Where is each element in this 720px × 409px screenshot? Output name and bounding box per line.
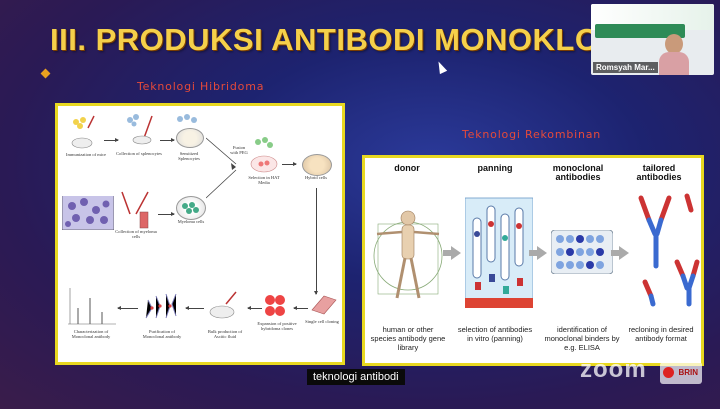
step-label: Immunization of mice bbox=[66, 152, 106, 157]
bullet-icon bbox=[40, 68, 51, 79]
purification-icon bbox=[145, 293, 177, 319]
arrow-icon bbox=[293, 306, 308, 310]
vitruvian-man-image bbox=[373, 210, 443, 299]
step-label: Characterization of Monoclonal antibody bbox=[71, 329, 111, 339]
hat-selection-icon bbox=[250, 137, 278, 173]
column-head-donor: donor bbox=[394, 163, 420, 173]
brin-logo-icon bbox=[663, 367, 674, 378]
fusion-arrows-icon bbox=[206, 137, 237, 199]
arrow-icon bbox=[314, 188, 318, 295]
ascites-mouse-icon bbox=[209, 291, 237, 319]
arrow-icon bbox=[611, 246, 629, 260]
column-head-tailored: tailored antibodies bbox=[636, 163, 682, 183]
brin-logo-text: BRIN bbox=[678, 368, 698, 377]
hibridoma-diagram: Immunization of mice Collection of splen… bbox=[55, 103, 345, 365]
step-label: Bulk production of Ascitic fluid bbox=[207, 329, 243, 339]
caption-donor: human or other species antibody gene lib… bbox=[370, 325, 446, 352]
spleen-icon bbox=[127, 114, 153, 145]
splenocytes-icon bbox=[177, 114, 197, 123]
petri-dish-icon bbox=[176, 128, 204, 148]
step-label: Myeloma cells bbox=[177, 219, 205, 224]
caption-panning: selection of antibodies in vitro (pannin… bbox=[457, 325, 533, 343]
participant-video-tile[interactable]: Romsyah Mar... bbox=[591, 4, 714, 75]
arrow-icon bbox=[529, 246, 547, 260]
step-label: Collection of myeloma cells bbox=[115, 229, 157, 239]
expansion-icon bbox=[265, 295, 285, 316]
step-label: Purification of Monoclonal antibody bbox=[142, 329, 182, 339]
step-label: Fusion with PEG bbox=[230, 145, 248, 155]
microscope-image bbox=[62, 190, 114, 230]
caption-monoclonal: identification of monoclonal binders by … bbox=[544, 325, 620, 352]
step-label: Expansion of positive hybridoma clones bbox=[257, 321, 297, 331]
well-plate-icon bbox=[311, 295, 337, 315]
arrow-icon bbox=[104, 138, 119, 142]
column-head-panning: panning bbox=[477, 163, 513, 173]
mouse-icon bbox=[71, 137, 93, 149]
hybrid-cells-icon bbox=[302, 154, 332, 176]
step-label: Selection in HAT Media bbox=[248, 175, 280, 185]
myeloma-cells-icon bbox=[182, 202, 199, 214]
event-banner-strip bbox=[595, 24, 685, 38]
characterization-icon bbox=[68, 288, 116, 325]
antibodies-image bbox=[638, 193, 700, 307]
hibridoma-label: Teknologi Hibridoma bbox=[137, 80, 265, 93]
arrow-icon bbox=[282, 162, 297, 166]
live-caption: teknologi antibodi bbox=[307, 369, 405, 385]
myeloma-collection-icon bbox=[121, 191, 149, 229]
arrow-icon bbox=[158, 212, 175, 216]
arrow-icon bbox=[185, 306, 204, 310]
participant-name: Romsyah Mar... bbox=[593, 62, 658, 73]
step-label: Collection of splenocytes bbox=[116, 151, 162, 156]
slide-title: III. PRODUKSI ANTIBODI MONOKLONAL bbox=[50, 22, 665, 57]
mouse-cursor-icon bbox=[434, 59, 448, 75]
mice-icon bbox=[73, 115, 95, 129]
zoom-watermark: zoom bbox=[580, 356, 647, 383]
arrow-icon bbox=[443, 246, 461, 260]
step-label: Hybrid cells bbox=[304, 175, 328, 180]
brin-logo: BRIN bbox=[660, 362, 702, 384]
arrow-icon bbox=[247, 306, 262, 310]
myeloma-dish-icon bbox=[176, 196, 206, 220]
column-head-monoclonal: monoclonal antibodies bbox=[552, 163, 604, 183]
panning-image bbox=[465, 197, 533, 308]
rekombinan-label: Teknologi Rekombinan bbox=[462, 128, 602, 141]
step-label: Single cell cloning bbox=[305, 319, 339, 324]
elisa-plate-image bbox=[551, 230, 613, 274]
caption-tailored: recloning in desired antibody format bbox=[628, 325, 694, 343]
step-label: Sensitized Splenocytes bbox=[178, 151, 200, 161]
participant-avatar bbox=[659, 34, 689, 75]
arrow-icon bbox=[117, 306, 138, 310]
arrow-icon bbox=[160, 138, 175, 142]
rekombinan-diagram: donor panning monoclonal antibodies tail… bbox=[362, 155, 704, 366]
